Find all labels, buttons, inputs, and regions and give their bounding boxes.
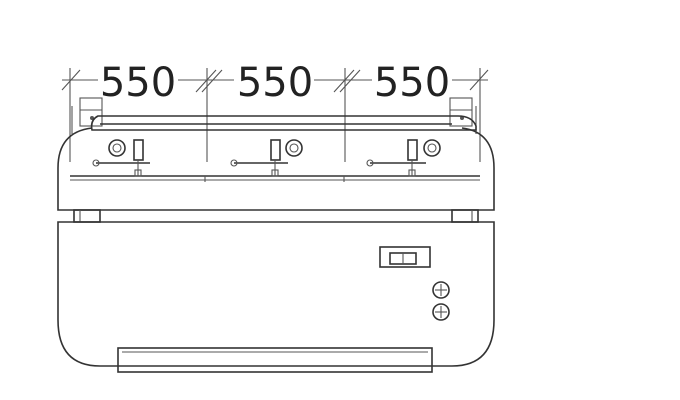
dimension-label: 550 [100, 60, 176, 106]
dimension-label: 550 [237, 60, 313, 106]
rocker-switch-icon [379, 246, 431, 268]
support-legs [73, 209, 479, 223]
dimension-tick [469, 68, 489, 162]
drip-tray [117, 347, 433, 373]
basket-handle [92, 139, 150, 177]
pilot-light-icon [432, 281, 450, 299]
dimension-label: 550 [374, 60, 450, 106]
dimension-line: 550 550 550 [61, 58, 489, 162]
basket-handle [366, 139, 426, 177]
dimension-tick [195, 68, 223, 162]
fryer-well [366, 139, 441, 177]
fryer-well [230, 139, 303, 177]
knob-icon [108, 139, 126, 157]
lower-cabinet [57, 221, 495, 373]
fryer-well [92, 139, 150, 177]
pilot-light-icon [432, 303, 450, 321]
dimension-tick [61, 68, 81, 162]
knob-icon [285, 139, 303, 157]
dimension-tick [333, 68, 361, 162]
basket-handle [230, 139, 288, 177]
knob-icon [423, 139, 441, 157]
